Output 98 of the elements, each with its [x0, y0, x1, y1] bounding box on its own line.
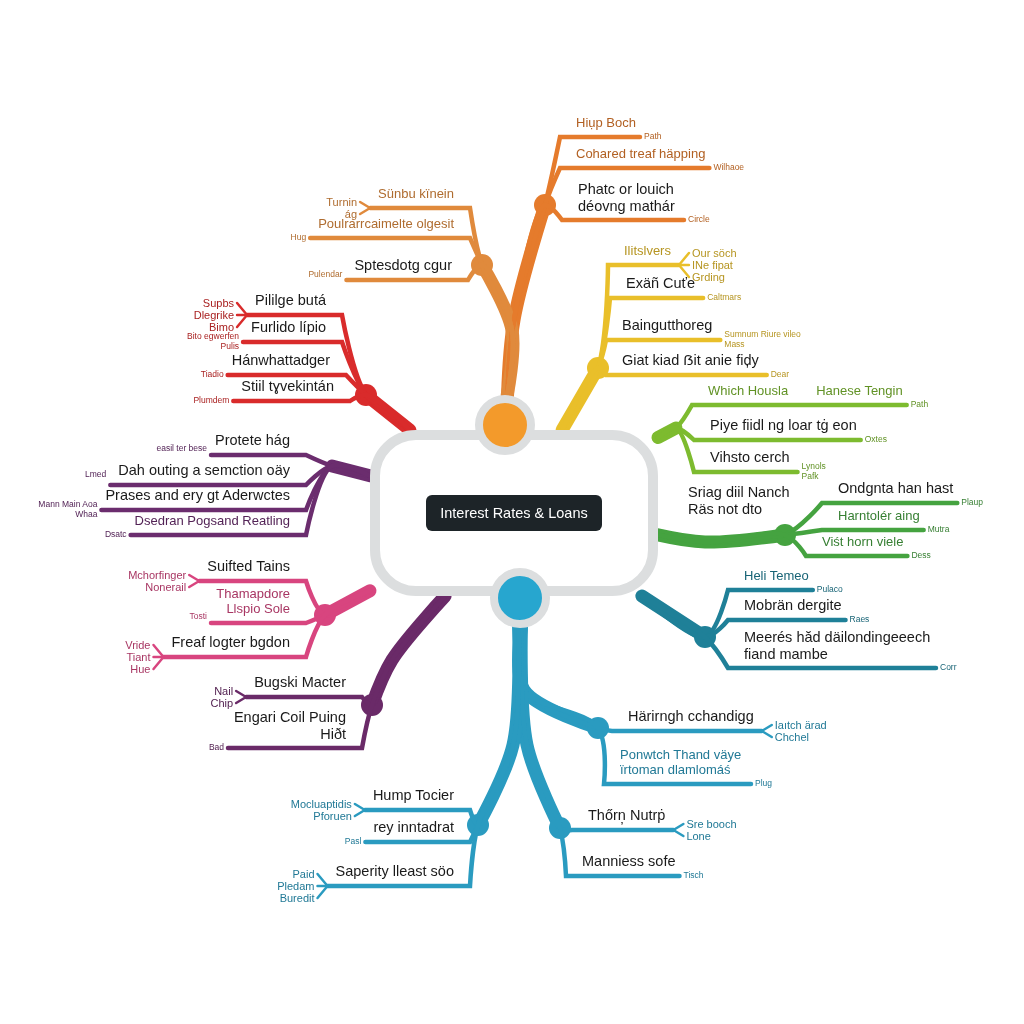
end-tag: Whaa	[75, 510, 98, 520]
branch-note: Nail	[214, 685, 234, 698]
topic-text: Pililge butá	[247, 292, 342, 315]
end-tag: Raes	[849, 615, 870, 625]
end-tag: Lmed	[85, 470, 107, 480]
branch-note: Pledam	[277, 880, 315, 893]
topic-text: Meerés hăd däilondingeeech fiand mambe	[728, 628, 936, 668]
end-tag: Plaup	[961, 498, 984, 508]
branch-note: Paid	[292, 868, 315, 881]
end-tag: Pulis	[220, 342, 240, 352]
topic-text: Hiụp Boch	[560, 116, 640, 137]
end-tag: Hug	[290, 233, 307, 243]
branch-trunk	[651, 421, 683, 444]
end-tag: Mutra	[927, 525, 950, 535]
title-pill: Interest Rates & Loans	[426, 495, 602, 531]
topic-text: Sünbu kïnein	[370, 187, 470, 208]
topic-text: Hump Tocier	[364, 787, 470, 810]
topic-text: Saperity lleast söo	[327, 863, 470, 886]
end-tag: Pulendar	[308, 270, 343, 280]
branch-note: Vride	[125, 639, 151, 652]
topic-text: Protete hág	[211, 432, 306, 455]
branch-note: Turnin	[326, 196, 358, 209]
topic-text: Sptesdotg cgur	[346, 257, 468, 280]
end-tag: Dear	[770, 370, 790, 380]
topic-text: Härirngh cchandigg	[612, 708, 762, 731]
branch-note: Dlegrike	[193, 309, 235, 322]
topic-text: Freaf logter bgdon	[163, 634, 306, 657]
end-tag: Tisch	[683, 871, 704, 881]
end-tag: Sumnum Riure vileo	[724, 330, 801, 340]
topic-text: Piye fiidl ng loar tġ eon	[694, 417, 861, 440]
topic-text: Vihsto cerch	[694, 449, 798, 472]
end-tag: Caltmars	[707, 293, 742, 303]
topic-text: Thőrn̦ Nutrṗ	[572, 807, 674, 830]
topic-text: Thamapdore Llspio Sole	[211, 587, 306, 623]
end-tag: Wilhaoe	[713, 163, 745, 173]
end-tag: Lynols	[801, 462, 826, 472]
topic-text: Ponwtch Thand väye ïrtoman dlamlomáś	[604, 748, 751, 784]
end-tag: Path	[644, 132, 662, 142]
end-tag: Oxtes	[864, 435, 887, 445]
central-frame	[370, 430, 658, 596]
branch-note: Sre booch	[686, 818, 737, 831]
branch-note: Buredit	[279, 892, 315, 905]
end-tag: Pasl	[344, 837, 362, 847]
branch-note: Chchel	[774, 731, 809, 744]
topic-text: Giat kiad ẞit anie fiḑy	[606, 352, 767, 375]
end-tag: Bito egwerfen	[187, 332, 240, 342]
topic-text: Mobrän dergite	[728, 597, 846, 620]
topic-text: Ilitslvers	[608, 244, 679, 265]
topic-text: Prases and ery gt Aderwctes	[101, 487, 306, 510]
topic-text: Stiil tɣvekintán	[233, 378, 350, 401]
topic-text: Hánwhattadger	[227, 352, 346, 375]
end-tag: Circle	[688, 215, 710, 225]
end-tag: Bad	[208, 743, 224, 753]
branch-note: Bimo	[209, 321, 235, 333]
branch-note: Pforuen	[313, 810, 352, 823]
end-tag: Mass	[724, 340, 745, 350]
branch-note: ág	[344, 208, 358, 220]
topic-text: Dah outing a semction oäy	[110, 462, 306, 485]
end-tag: Pulaco	[816, 585, 843, 595]
end-tag: Path	[910, 400, 929, 410]
branch-note: Nonerail	[145, 581, 187, 594]
topic-text: Which Housla	[708, 384, 789, 399]
end-tag: Tiadio	[200, 370, 224, 380]
end-tag: Dsatc	[104, 530, 127, 540]
branch-note: Tiant	[126, 651, 151, 664]
topic-text: Manniess sofe	[566, 853, 680, 876]
branch-note: Iaıtch ärad	[774, 719, 827, 732]
topic-text: Viśt horn viele	[806, 535, 908, 556]
topic-text: Phatc or louich déovng mathár	[562, 180, 684, 220]
branch-note: Mocluaptidis	[290, 798, 352, 811]
topic-text: Harntolér aing	[822, 509, 924, 530]
branch-note: Hue	[130, 663, 151, 676]
end-tag: easil ter bese	[156, 444, 207, 454]
branch-note: INe fipat	[691, 259, 733, 272]
branch-note: Mchorfinger	[128, 569, 187, 582]
branch-note: Supbs	[202, 297, 235, 310]
topic-text: Bugski Macter	[246, 674, 362, 697]
topic-text: Baingutthoreg	[606, 317, 721, 340]
end-tag: Dess	[911, 551, 931, 561]
topic-text: Hanese Tengin	[816, 384, 903, 399]
end-tag: Tosti	[189, 612, 207, 622]
topic-text: Dsedran Pogsand Reatling	[130, 514, 306, 535]
branch-note: Our söch	[691, 247, 737, 260]
end-tag: Corr	[940, 663, 957, 673]
branch-caption: Sriag diil Nanch Räs not dto	[688, 484, 791, 519]
topic-text: Furlido lípio	[243, 319, 342, 342]
topic-text: Heli Temeo	[728, 569, 813, 590]
end-tag: Plumdem	[193, 396, 230, 406]
end-tag: Mann Main Aoa	[38, 500, 98, 510]
topic-text: Ondgnta han hast	[822, 480, 958, 503]
topic-text: rey inntadrat	[365, 819, 470, 842]
end-tag: Plug	[755, 779, 772, 789]
branch-note: Lone	[686, 830, 711, 843]
topic-text: Engari Coil Puing Hiðt	[228, 708, 362, 748]
branch-note: Chip	[210, 697, 234, 710]
topic-text: Suifted Tains	[199, 558, 306, 581]
topic-text: Cohared treaf häpping	[560, 147, 710, 168]
end-tag: Pafk	[801, 472, 819, 482]
